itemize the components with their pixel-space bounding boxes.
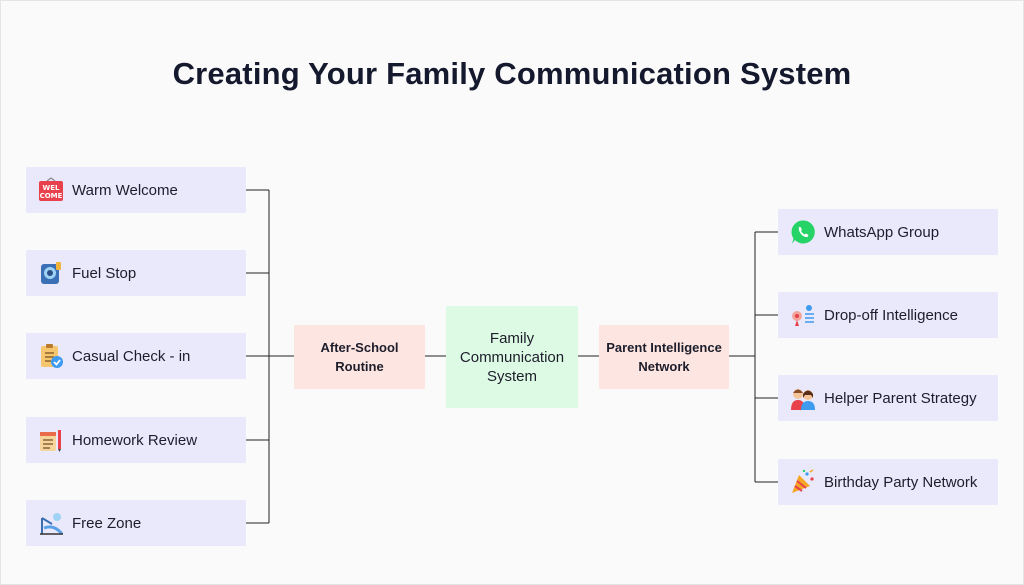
strategy-icon xyxy=(792,305,814,326)
leaf-label: Helper Parent Strategy xyxy=(824,389,977,407)
leaf-label: Casual Check - in xyxy=(72,347,191,365)
checklist-icon xyxy=(41,344,63,368)
welcome-sign-icon: WEL COME xyxy=(39,177,63,201)
svg-text:WEL: WEL xyxy=(43,184,61,192)
leaf-fuel-stop: Fuel Stop xyxy=(26,250,246,296)
node-label-line: Routine xyxy=(335,359,384,374)
leaf-warm-welcome: WEL COME Warm Welcome xyxy=(26,167,246,213)
leaf-helper-parent-strategy: Helper Parent Strategy xyxy=(778,375,998,421)
leaf-birthday-party-network: Birthday Party Network xyxy=(778,459,998,505)
leaf-label: Free Zone xyxy=(72,514,142,532)
leaf-label: WhatsApp Group xyxy=(824,223,940,241)
leaf-homework-review: Homework Review xyxy=(26,417,246,463)
leaf-label: Fuel Stop xyxy=(72,264,137,282)
node-label-line: Network xyxy=(638,359,690,374)
parents-icon xyxy=(791,389,815,410)
leaf-drop-off-intelligence: Drop-off Intelligence xyxy=(778,292,998,338)
family-communication-system-node: Family Communication System xyxy=(446,306,578,408)
leaf-label: Warm Welcome xyxy=(72,181,178,199)
homework-icon xyxy=(40,430,61,452)
page-title: Creating Your Family Communication Syste… xyxy=(172,56,852,91)
leaf-free-zone: Free Zone xyxy=(26,500,246,546)
after-school-routine-node: After-School Routine xyxy=(294,325,425,389)
parent-intelligence-network-node: Parent Intelligence Network xyxy=(599,325,729,389)
lunchbox-icon xyxy=(41,262,61,284)
node-label-line: After-School xyxy=(320,340,399,355)
whatsapp-icon xyxy=(791,220,815,244)
node-label-line: Family xyxy=(489,329,535,347)
node-label-line: Parent Intelligence xyxy=(606,340,722,355)
leaf-whatsapp-group: WhatsApp Group xyxy=(778,209,998,255)
node-label-line: System xyxy=(486,367,537,385)
leaf-label: Homework Review xyxy=(72,431,198,449)
node-label-line: Communication xyxy=(459,348,565,366)
leaf-casual-check-in: Casual Check - in xyxy=(26,333,246,379)
leaf-label: Drop-off Intelligence xyxy=(824,306,958,324)
leaf-label: Birthday Party Network xyxy=(824,473,978,491)
party-popper-icon xyxy=(792,469,814,493)
svg-text:COME: COME xyxy=(40,192,63,200)
playground-icon xyxy=(40,513,64,535)
